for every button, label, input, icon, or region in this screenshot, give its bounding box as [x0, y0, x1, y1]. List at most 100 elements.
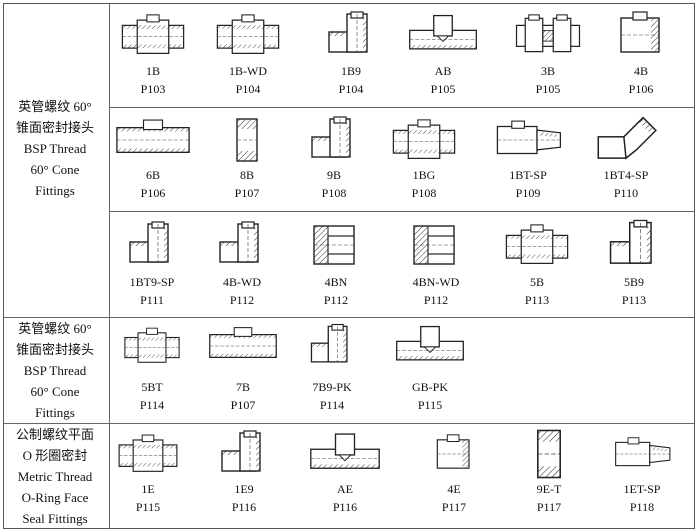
- fitting-item-1BT9-SP: 1BT9-SP P111: [112, 215, 192, 307]
- fitting-item-1E: 1E P115: [108, 426, 188, 514]
- section-label-line: 公制螺纹平面: [15, 427, 94, 442]
- fitting-item-1E9: 1E9 P116: [204, 426, 284, 514]
- section-label-line: Metric Thread: [17, 469, 93, 484]
- section-label-line: 英管螺纹 60°: [18, 321, 92, 336]
- fitting-page: P112: [323, 293, 349, 307]
- fitting-item-1B9: 1B9 P104: [311, 6, 391, 96]
- nut-fitting-icon: [524, 426, 574, 482]
- elbow-union-fitting-icon: [321, 6, 381, 64]
- section-label-line: BSP Thread: [23, 141, 87, 156]
- fitting-page: P107: [230, 398, 256, 412]
- long-union-fitting-icon: [115, 112, 191, 168]
- straight-union-fitting-icon: [213, 6, 283, 64]
- fitting-item-9B: 9B P108: [294, 112, 374, 200]
- fitting-code: 4BN: [324, 275, 348, 289]
- fitting-code: 8B: [239, 168, 254, 182]
- fitting-code: 1BT-SP: [509, 168, 547, 182]
- fitting-page: P108: [321, 186, 347, 200]
- double-nut-union-fitting-icon: [513, 6, 583, 64]
- elbow-union-fitting-icon: [304, 322, 360, 370]
- fitting-page: P116: [332, 500, 358, 514]
- bulkhead-nut-fitting-icon: [406, 215, 466, 275]
- fitting-item-5B9: 5B9 P113: [594, 215, 674, 307]
- fitting-item-6B: 6B P106: [113, 112, 193, 200]
- fitting-item-1BT4-SP: 1BT4-SP P110: [586, 112, 666, 200]
- section-label-line: 60° Cone: [30, 384, 80, 399]
- fitting-page: P115: [135, 500, 161, 514]
- fitting-code: 1B9: [340, 64, 361, 78]
- fitting-page: P103: [140, 82, 166, 96]
- fitting-page: P108: [411, 186, 437, 200]
- fitting-code: 1BG: [412, 168, 436, 182]
- fitting-code: 1E9: [234, 482, 254, 496]
- fitting-item-AE: AE P116: [305, 426, 385, 514]
- fitting-page: P113: [524, 293, 550, 307]
- bulkhead-nut-fitting-icon: [306, 215, 366, 275]
- fitting-code: 1B: [145, 64, 160, 78]
- straight-union-fitting-icon: [502, 215, 572, 275]
- nut-fitting-icon: [227, 112, 267, 168]
- fitting-item-8B: 8B P107: [207, 112, 287, 200]
- fitting-page: P113: [621, 293, 647, 307]
- fitting-page: P114: [319, 398, 345, 412]
- fitting-item-4B: 4B P106: [601, 6, 681, 96]
- fitting-code: GB-PK: [411, 380, 448, 394]
- section-label-line: Seal Fittings: [22, 511, 88, 526]
- fitting-page: P116: [231, 500, 257, 514]
- section-label-bsp-60-cone: 英管螺纹 60° 锥面密封接头 BSP Thread 60° Cone Fitt…: [4, 96, 106, 201]
- elbow-union-fitting-icon: [122, 215, 182, 275]
- fitting-page: P110: [613, 186, 639, 200]
- straight-union-fitting-icon: [118, 6, 188, 64]
- section-label-line: Fittings: [35, 183, 75, 198]
- 45-degree-elbow-fitting-icon: [594, 112, 658, 168]
- section-label-line: Fittings: [35, 405, 75, 420]
- section-label-line: O-Ring Face: [21, 490, 89, 505]
- fittings-table: [3, 3, 695, 529]
- section-divider: [3, 317, 695, 318]
- fitting-code: AE: [337, 482, 353, 496]
- fitting-item-GB-PK: GB-PK P115: [390, 322, 470, 412]
- fitting-page: P111: [140, 293, 164, 307]
- tee-fitting-icon: [406, 6, 480, 64]
- fitting-code: 3B: [540, 64, 555, 78]
- fitting-page: P107: [234, 186, 260, 200]
- fitting-code: 5B9: [623, 275, 644, 289]
- straight-union-fitting-icon: [121, 322, 183, 370]
- section-label-line: 60° Cone: [30, 162, 80, 177]
- tee-fitting-icon: [393, 322, 467, 370]
- fitting-item-1ET-SP: 1ET-SP P118: [602, 426, 682, 514]
- section-label-metric-oring: 公制螺纹平面 O 形圈密封 Metric Thread O-Ring Face …: [4, 424, 106, 529]
- straight-union-fitting-icon: [115, 426, 181, 482]
- section-label-line: 英管螺纹 60°: [18, 99, 92, 114]
- fitting-item-5B: 5B P113: [497, 215, 577, 307]
- fitting-page: P118: [629, 500, 655, 514]
- fitting-page: P115: [417, 398, 443, 412]
- fitting-code: 1BT4-SP: [603, 168, 649, 182]
- plug-nut-fitting-icon: [429, 426, 479, 482]
- elbow-union-fitting-icon: [212, 215, 272, 275]
- fitting-code: AB: [434, 64, 452, 78]
- fitting-page: P104: [235, 82, 261, 96]
- fitting-page: P117: [441, 500, 467, 514]
- fitting-item-7B: 7B P107: [203, 322, 283, 412]
- fitting-item-4BN-WD: 4BN-WD P112: [396, 215, 476, 307]
- fitting-code: 6B: [145, 168, 160, 182]
- fitting-code: 1BT9-SP: [129, 275, 175, 289]
- fitting-code: 1E: [141, 482, 155, 496]
- tee-fitting-icon: [307, 426, 383, 482]
- section-label-line: O 形圈密封: [22, 448, 88, 463]
- section-label-line: BSP Thread: [23, 363, 87, 378]
- fitting-page: P112: [229, 293, 255, 307]
- fitting-page: P104: [338, 82, 364, 96]
- fitting-code: 4BN-WD: [412, 275, 460, 289]
- fitting-code: 4E: [447, 482, 461, 496]
- fitting-item-1BT-SP: 1BT-SP P109: [488, 112, 568, 200]
- fitting-page: P106: [628, 82, 654, 96]
- section-divider: [3, 423, 695, 424]
- row-divider: [109, 211, 695, 212]
- fitting-page: P114: [139, 398, 165, 412]
- tapered-adapter-fitting-icon: [492, 112, 564, 168]
- fitting-code: 5BT: [141, 380, 163, 394]
- section-label-line: 锥面密封接头: [15, 342, 94, 357]
- fitting-code: 5B: [529, 275, 544, 289]
